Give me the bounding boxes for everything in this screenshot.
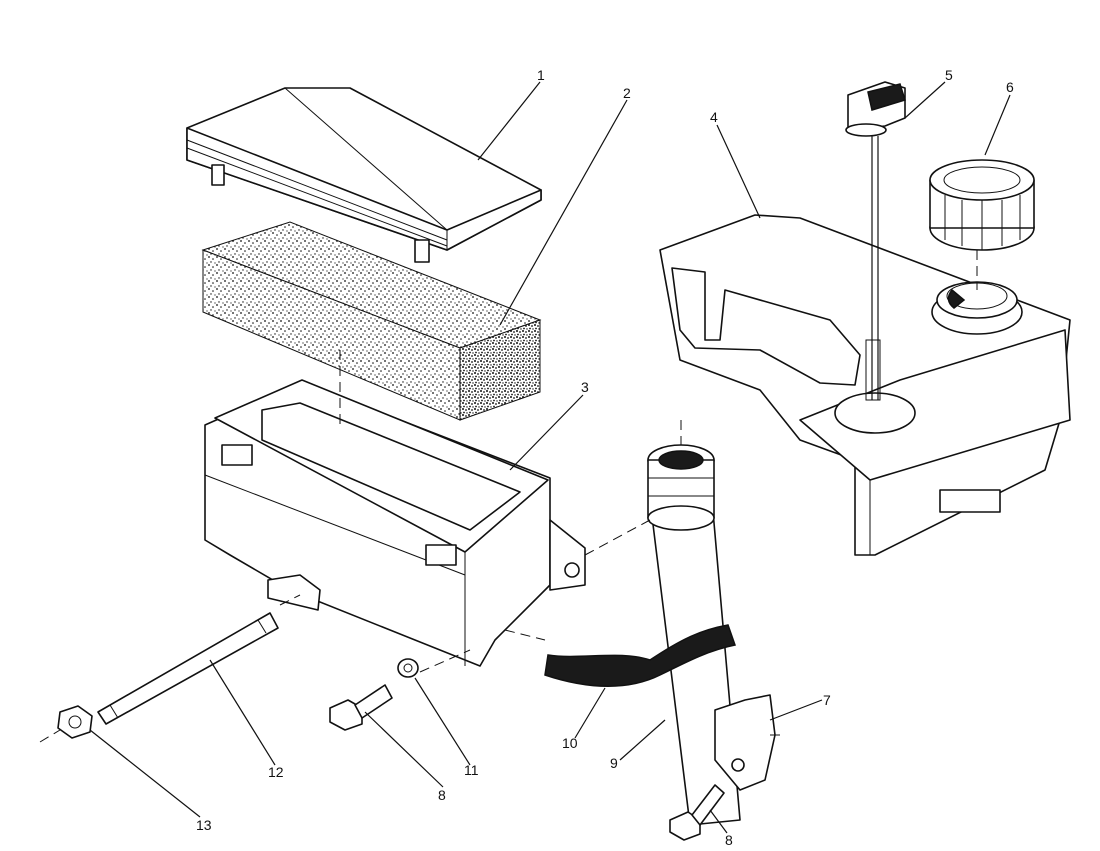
callout-12: 12	[268, 764, 284, 780]
dipstick	[845, 81, 906, 401]
callout-7: 7	[823, 692, 831, 708]
bolt-right	[669, 784, 725, 841]
leader-lines	[89, 81, 1011, 834]
assembly-centerlines	[39, 250, 978, 743]
callout-6: 6	[1006, 79, 1014, 95]
air-cleaner-base	[204, 379, 586, 667]
tube-bracket	[714, 694, 776, 791]
foam-filter-element	[201, 221, 542, 421]
washer	[397, 658, 419, 678]
fuel-cap	[929, 159, 1035, 251]
breather-hose	[544, 624, 736, 687]
callout-1: 1	[537, 67, 545, 83]
fuel-tank	[659, 214, 1071, 556]
callout-11: 11	[464, 762, 479, 778]
callout-5: 5	[945, 67, 953, 83]
callout-labels: 1 2 3 4 5 6 7 8 8 9 10 11 12 13	[196, 67, 1014, 848]
callout-9: 9	[610, 755, 618, 771]
callout-13: 13	[196, 817, 212, 833]
long-stud	[97, 612, 279, 725]
nut	[57, 705, 93, 739]
callout-10: 10	[562, 735, 578, 751]
callout-8-right: 8	[725, 832, 733, 848]
air-cleaner-cover	[186, 87, 542, 263]
callout-2: 2	[623, 85, 631, 101]
callout-3: 3	[581, 379, 589, 395]
callout-8-left: 8	[438, 787, 446, 803]
callout-4: 4	[710, 109, 718, 125]
bolt-left	[329, 684, 393, 731]
